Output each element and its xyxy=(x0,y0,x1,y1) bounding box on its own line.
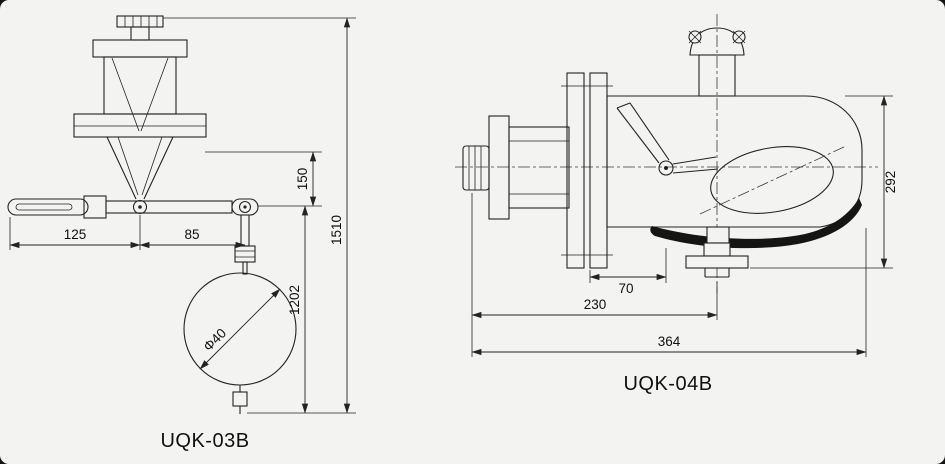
dim-arm-right: 85 xyxy=(184,227,199,242)
cable-gland xyxy=(462,115,510,220)
dimensions-left-figure: 125 85 150 1202 1510 xyxy=(9,17,356,414)
float-ball: Φ40 xyxy=(183,272,297,414)
dim-float-diameter: Φ40 xyxy=(200,325,229,354)
foot-flange xyxy=(685,255,749,269)
dimensions-right-figure: 70 230 364 292 xyxy=(471,95,898,357)
figure-uqk04b: 70 230 364 292 UQK-04B xyxy=(455,14,898,395)
dim-overall-height: 1510 xyxy=(329,215,344,245)
linkage-pivot xyxy=(658,160,674,176)
float-chamber xyxy=(606,95,863,228)
dim-flange-to-pivot: 70 xyxy=(618,281,633,296)
pivot-pin xyxy=(132,199,148,215)
figure-label-uqk03b: UQK-03B xyxy=(160,430,249,452)
top-cap xyxy=(688,27,746,97)
dim-overall-length: 364 xyxy=(658,334,681,349)
switch-housing xyxy=(73,39,207,138)
float-element xyxy=(710,146,834,214)
float-linkage xyxy=(616,102,847,215)
drain-stem xyxy=(685,226,749,278)
figure-uqk03b: Φ40 125 85 150 1202 1510 UQK-03B xyxy=(7,15,356,452)
lever-arm xyxy=(7,195,259,219)
figure-label-uqk04b: UQK-04B xyxy=(623,373,712,395)
link-pin xyxy=(238,200,252,214)
magnetic-lever xyxy=(650,198,862,249)
adjustment-knob xyxy=(116,15,164,41)
dim-overall-height-right: 292 xyxy=(883,171,898,194)
float-rod xyxy=(234,214,256,275)
dim-arm-left: 125 xyxy=(64,227,87,242)
stem-nut xyxy=(706,226,730,244)
dim-lever-offset: 150 xyxy=(295,168,310,191)
ballast-nut xyxy=(232,391,248,407)
connection-pipe xyxy=(508,126,570,209)
dim-float-travel: 1202 xyxy=(287,285,302,315)
pivot-bracket xyxy=(106,136,174,200)
dim-body-length: 230 xyxy=(584,297,607,312)
